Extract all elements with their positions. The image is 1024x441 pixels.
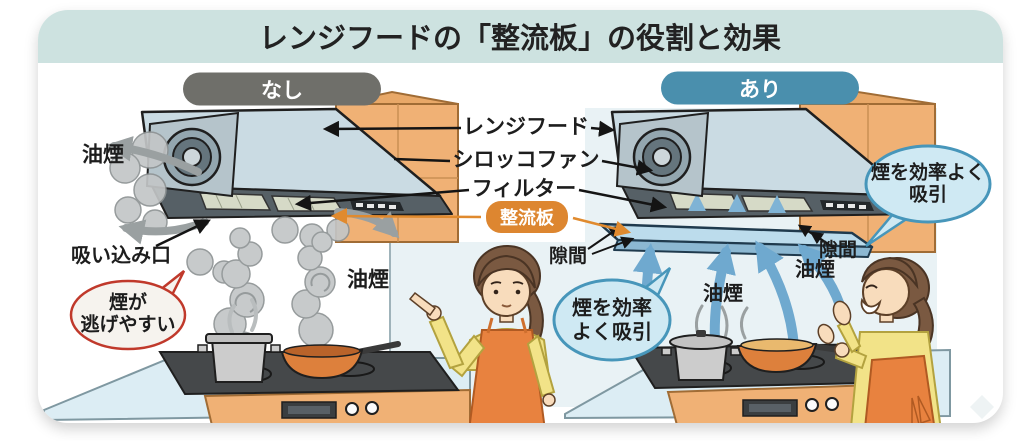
label-oil-smoke-left-right: 油煙 [347,268,389,292]
pan-left [280,341,401,380]
sirocco-fan-right-icon [632,127,692,187]
badge-with: あり [661,71,859,105]
badge-without: なし [183,72,381,106]
alert-bubble-text: 煙が 逃げやすい [80,293,175,338]
pot-left [197,298,281,383]
page-title: レンジフードの「整流板」の役割と効果 [258,23,782,55]
label-range-hood: レンジフード [463,115,589,139]
info-bubble-top-line2: 吸引 [908,185,948,206]
alert-bubble-line2: 逃げやすい [80,315,176,336]
label-oil-smoke-right-center: 油煙 [703,283,743,306]
label-filter: フィルター [471,177,577,201]
stove-right [564,330,951,423]
label-suction-port: 吸い込み口 [71,245,171,268]
info-bubble-top-line1: 煙を効率よく [870,162,986,184]
woman-happy [817,256,942,423]
alert-bubble-shape [69,270,187,351]
label-baffle-plate: 整流板 [486,201,568,233]
sparkle-icon [970,395,994,419]
kitchen-illustration [43,90,994,423]
woman-pointing [408,245,556,423]
info-bubble-bottom-shape [552,267,672,362]
stove-left [43,298,471,423]
label-oil-smoke-right-right: 油煙 [795,259,835,282]
baffle-label-lines [330,207,632,237]
range-hood-left [140,107,453,219]
label-oil-smoke-top-left: 油煙 [82,143,124,167]
label-gap-left: 隙間 [548,245,588,267]
pot-right [661,330,741,381]
label-sirocco-fan: シロッコファン [452,148,600,172]
info-bubble-top-shape [864,144,992,248]
title-bar [38,10,1003,63]
label-lines [155,120,835,255]
info-bubble-top-text: 煙を効率よく 吸引 [871,163,985,208]
info-bubble-bottom-line2: よく吸引 [572,321,652,343]
pan-right [736,338,849,374]
info-bubble-bottom-line1: 煙を効率 [572,297,652,320]
alert-bubble-line1: 煙が [108,292,148,314]
info-bubble-bottom-text: 煙を効率 よく吸引 [572,297,652,344]
